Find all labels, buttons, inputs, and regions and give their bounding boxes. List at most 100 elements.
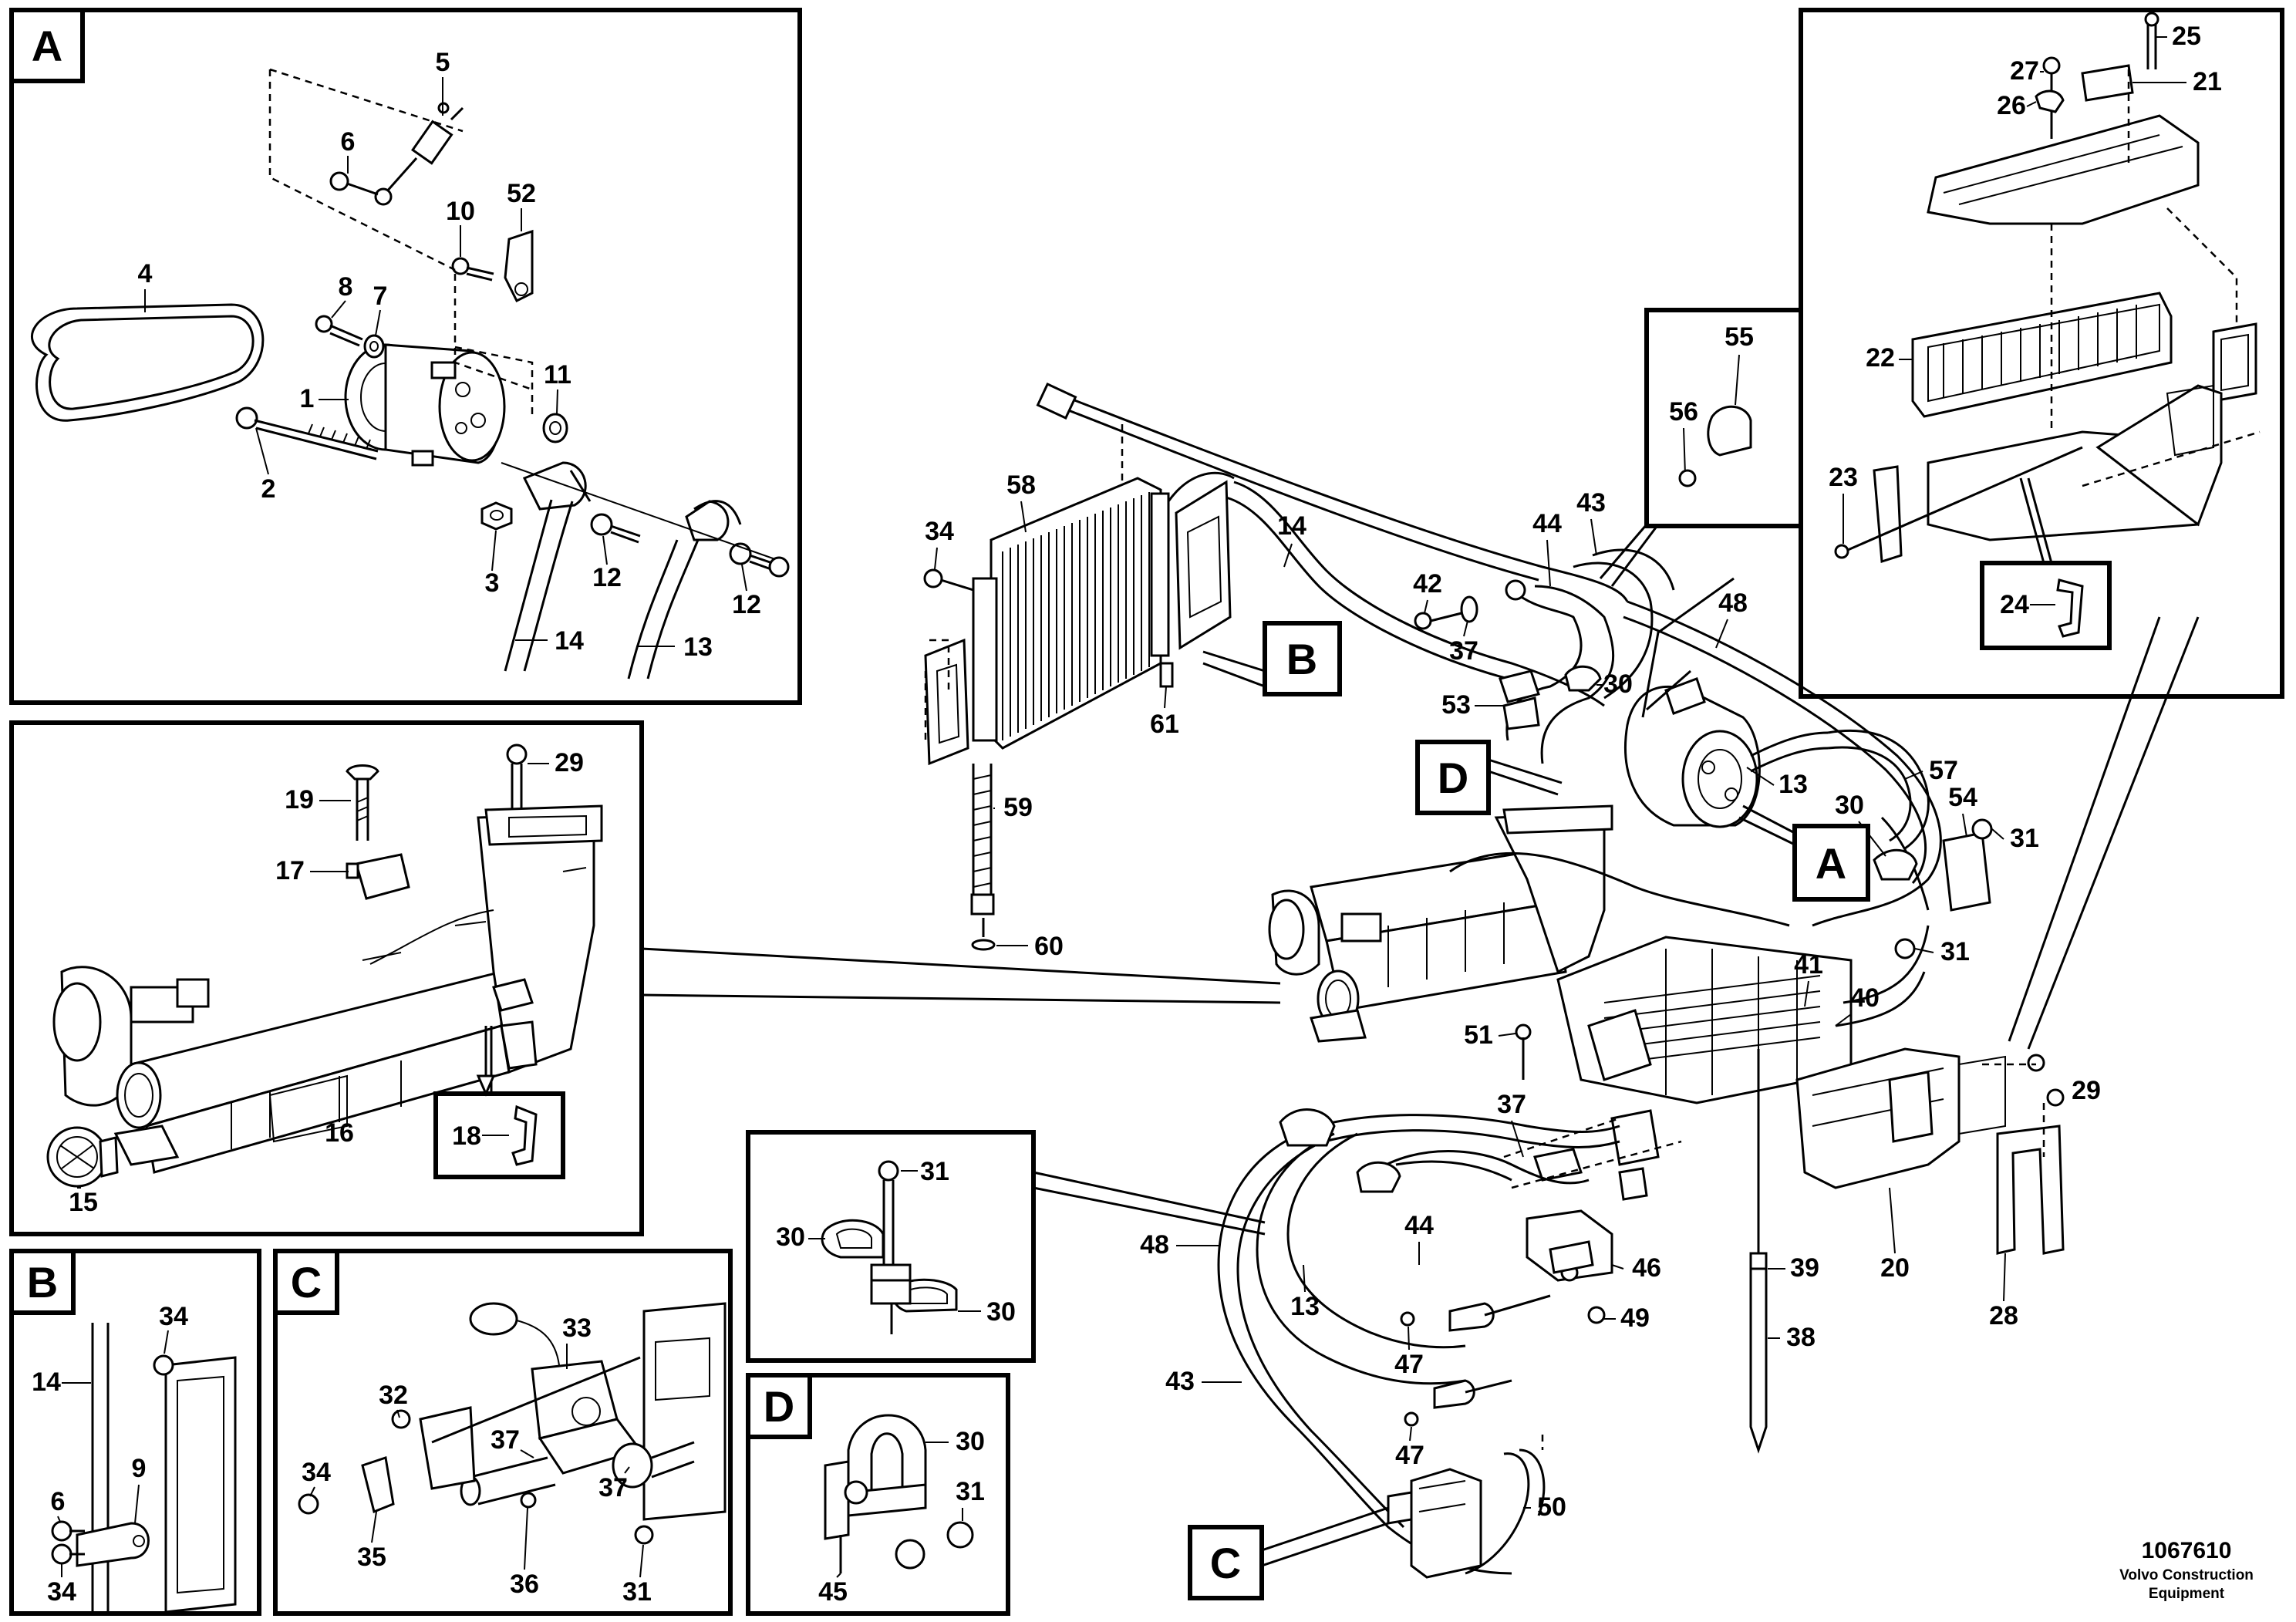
callout-55: 55 (1725, 322, 1754, 352)
condenser-drawing (972, 471, 1235, 750)
pointer-tag-a-letter: A (1816, 839, 1846, 888)
panel-a-letter-box (9, 8, 85, 83)
callout-d-30: 30 (956, 1427, 985, 1456)
panel-d-letter-box (746, 1373, 812, 1439)
callout-a-12-left: 12 (592, 563, 622, 592)
main-compressor-drawing (1624, 677, 1930, 850)
pointer-tag-c-letter: C (1210, 1539, 1241, 1587)
bolt-washer-drawing (315, 315, 385, 359)
callout-e-18: 18 (452, 1121, 481, 1151)
callout-a-13: 13 (683, 632, 713, 662)
panel-b-frame (9, 1249, 261, 1616)
callout-42: 42 (1413, 569, 1442, 599)
panel-clip: 31 30 30 (746, 1130, 1036, 1363)
panel-b: B 34 14 9 6 34 (9, 1249, 261, 1616)
callout-e-16: 16 (325, 1118, 354, 1148)
callout-a-11: 11 (544, 360, 571, 389)
callout-54: 54 (1948, 783, 1977, 812)
callout-a-6: 6 (341, 127, 356, 157)
callout-43: 43 (1576, 488, 1606, 518)
panel-d-letter: D (764, 1382, 794, 1431)
callout-20: 20 (1880, 1253, 1910, 1283)
callout-f-24: 24 (2000, 590, 2029, 619)
callout-e-15: 15 (69, 1188, 98, 1217)
callout-b-34-bottom: 34 (47, 1577, 76, 1607)
panel-air-duct-frame (9, 720, 644, 1236)
callout-46: 46 (1632, 1253, 1661, 1283)
callout-c-36: 36 (510, 1570, 539, 1599)
callout-28: 28 (1989, 1301, 2018, 1330)
main-valve-block-drawing (1387, 1435, 1544, 1579)
panel-clip-frame (746, 1130, 1036, 1363)
callout-b-6: 6 (51, 1487, 66, 1516)
hose-fitting-drawing (522, 461, 790, 578)
footer: 1067610 Volvo Construction Equipment (2119, 1538, 2254, 1602)
callout-44-lower: 44 (1404, 1211, 1434, 1240)
sensor-drawing (329, 102, 464, 206)
callout-c-34: 34 (302, 1458, 331, 1487)
panel-filter: 24 25 27 21 26 22 23 (1799, 8, 2284, 699)
callout-f-26: 26 (1997, 91, 2026, 120)
drive-belt-drawing (31, 303, 265, 422)
callout-b-34-top: 34 (159, 1302, 188, 1331)
callout-51: 51 (1464, 1020, 1493, 1050)
nut-drawing (480, 501, 513, 531)
callout-f-25: 25 (2172, 22, 2201, 51)
compressor-drawing (344, 343, 506, 467)
callout-c-35: 35 (357, 1543, 386, 1572)
callout-clip-31: 31 (920, 1157, 949, 1186)
callout-29: 29 (2072, 1076, 2101, 1105)
callout-41: 41 (1794, 950, 1823, 980)
callout-31-upper: 31 (2010, 824, 2039, 853)
evaporator-drawing (1556, 925, 1930, 1104)
callout-a-7: 7 (373, 282, 388, 311)
main-duct-unit-drawing (1268, 804, 1790, 1043)
callout-50: 50 (1537, 1492, 1566, 1522)
hose-14-drawing (504, 499, 574, 672)
callout-a-1: 1 (300, 384, 315, 413)
callout-a-52: 52 (507, 179, 536, 208)
callout-c-32: 32 (379, 1381, 408, 1410)
callout-f-22: 22 (1866, 343, 1895, 373)
callout-59: 59 (1003, 793, 1033, 822)
callout-57: 57 (1929, 756, 1958, 785)
callout-a-14: 14 (555, 626, 584, 656)
callout-31-lower: 31 (1940, 937, 1970, 966)
callout-39: 39 (1790, 1253, 1819, 1283)
pressure-switch-drawing (451, 229, 534, 303)
long-bolt-drawing (235, 406, 379, 460)
callout-48-lower: 48 (1140, 1230, 1169, 1259)
callout-37-mid: 37 (1497, 1090, 1526, 1119)
callout-a-3: 3 (485, 568, 500, 598)
air-duct-unit-drawing (52, 804, 603, 1174)
callout-f-27: 27 (2010, 56, 2039, 86)
panel-b-letter-box (9, 1249, 76, 1315)
pointer-tag-d-letter: D (1438, 754, 1468, 802)
panel-c: C 33 32 37 34 35 36 37 31 (273, 1249, 733, 1616)
pointer-tag-a (1792, 824, 1870, 902)
callout-48-top: 48 (1718, 588, 1748, 618)
callout-f-21: 21 (2193, 67, 2222, 96)
callout-clip-30-right: 30 (986, 1297, 1016, 1327)
panel-d-frame (746, 1373, 1010, 1616)
panel-c-frame (273, 1249, 733, 1616)
callout-53: 53 (1441, 690, 1471, 720)
callout-a-2: 2 (261, 474, 276, 504)
callout-c-37-right: 37 (598, 1473, 628, 1502)
callout-b-9: 9 (132, 1454, 147, 1483)
callout-f-23: 23 (1829, 463, 1858, 492)
panel-a-frame (9, 8, 802, 705)
panel-c-letter: C (291, 1258, 322, 1307)
callout-d-45: 45 (818, 1577, 848, 1607)
callout-60: 60 (1034, 932, 1064, 961)
drawing-number: 1067610 (2142, 1538, 2232, 1563)
control-knob-drawing (46, 1126, 119, 1188)
callout-e-19: 19 (285, 785, 314, 814)
callout-c-37-left: 37 (491, 1425, 520, 1455)
callout-a-5: 5 (436, 48, 450, 77)
panel-air-duct: 18 29 19 17 16 15 (9, 720, 644, 1236)
callout-e-29: 29 (555, 748, 584, 777)
panel-a: A (9, 8, 802, 705)
callout-a-12-right: 12 (732, 590, 761, 619)
